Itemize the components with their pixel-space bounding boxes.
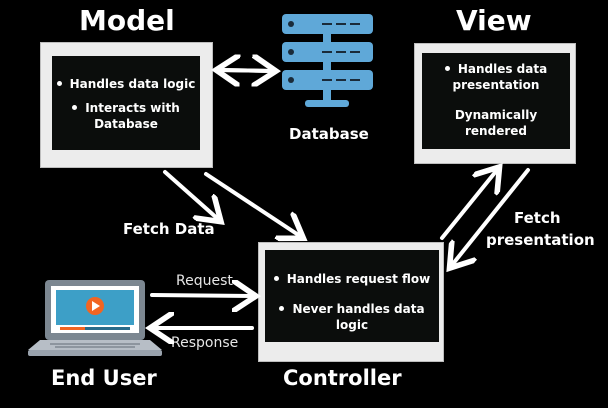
laptop-video-icon	[28, 280, 162, 356]
model-point-2-cont: Database	[94, 117, 158, 131]
view-point-1-cont: presentation	[452, 78, 540, 92]
presentation-label: presentation	[486, 231, 595, 249]
fetch-label: Fetch	[514, 209, 561, 227]
view-point-2-cont: rendered	[465, 124, 527, 138]
controller-monitor: Handles request flow Never handles data …	[258, 242, 444, 362]
model-point-1: Handles data logic	[52, 76, 200, 92]
view-screen: Handles data presentation Dynamically re…	[422, 53, 570, 149]
controller-point-2: Never handles data	[265, 301, 439, 317]
view-title: View	[456, 4, 532, 37]
request-label: Request	[176, 273, 233, 289]
model-title: Model	[79, 4, 175, 37]
view-point-2: Dynamically	[454, 108, 538, 122]
response-label: Response	[171, 335, 239, 351]
fetch-data-label: Fetch Data	[123, 220, 215, 238]
end-user-label: End User	[51, 366, 157, 390]
model-monitor: Handles data logic Interacts with Databa…	[40, 42, 213, 168]
controller-point-2-cont: logic	[335, 318, 369, 332]
database-label: Database	[289, 125, 369, 143]
view-point-1: Handles data	[422, 61, 570, 77]
model-screen: Handles data logic Interacts with Databa…	[52, 56, 200, 150]
controller-point-1: Handles request flow	[265, 271, 439, 287]
controller-screen: Handles request flow Never handles data …	[265, 250, 439, 342]
controller-title: Controller	[283, 366, 402, 390]
server-stack-icon	[282, 14, 373, 107]
model-point-2: Interacts with	[52, 100, 200, 116]
